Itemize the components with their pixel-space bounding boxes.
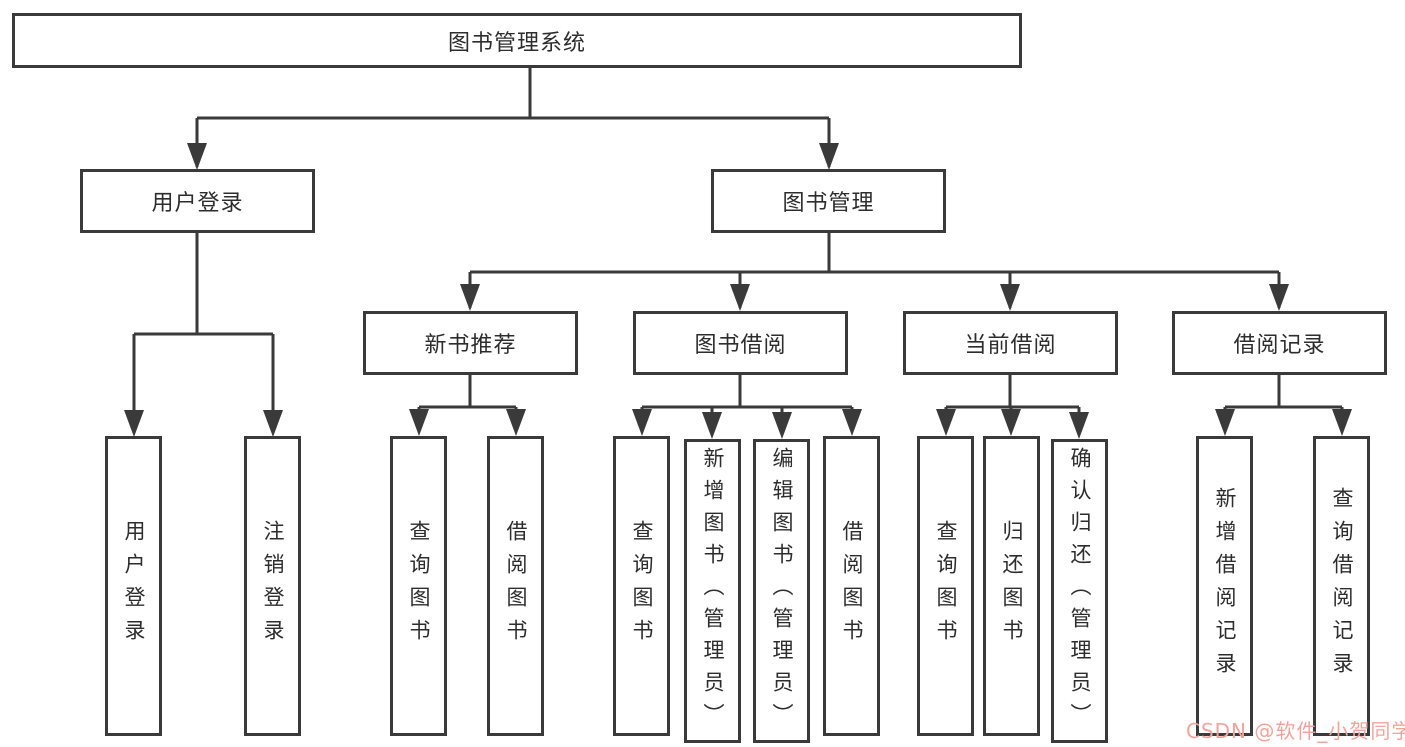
node-book-borrow: 图书借阅 [633,311,848,375]
arrowhead [1215,409,1235,436]
node-new-book-recommend: 新书推荐 [363,311,578,375]
leaf-query-books-borrow: 查询图书 [613,436,670,736]
branch-book-management: 图书管理 [711,169,946,233]
leaf-borrow-books-recommend: 借阅图书 [487,436,544,736]
leaf-add-book-admin: 新增图书（管理员） [684,439,741,743]
arrowhead [460,284,480,311]
leaf-logout: 注销登录 [244,436,301,736]
leaf-user-login: 用户登录 [105,436,162,736]
arrowhead [1069,412,1089,439]
leaf-label: 借阅图书 [504,520,528,652]
leaf-label: 新增借阅记录 [1213,487,1237,685]
arrowhead [936,409,956,436]
branch-label: 用户登录 [151,191,244,216]
branch-label: 图书管理 [782,191,875,216]
arrowhead [842,409,862,436]
leaf-return-book: 归还图书 [983,436,1040,736]
leaf-label: 注销登录 [261,520,285,652]
leaf-label: 借阅图书 [840,520,864,652]
root-node-label: 图书管理系统 [447,30,586,56]
leaf-confirm-return-admin: 确认归还（管理员） [1051,439,1108,743]
arrowhead [819,143,839,170]
arrowhead [1332,409,1352,436]
arrowhead [263,410,283,437]
leaf-add-borrow-record: 新增借阅记录 [1196,436,1253,736]
leaf-label: 新增图书（管理员） [701,447,725,735]
arrowhead [1001,409,1021,436]
leaf-label: 查询借阅记录 [1330,487,1354,685]
root-node-library-system: 图书管理系统 [12,13,1022,68]
arrowhead [187,143,207,170]
node-label: 新书推荐 [424,333,517,358]
leaf-label: 编辑图书（管理员） [770,447,794,735]
leaf-label: 确认归还（管理员） [1068,447,1092,735]
leaf-query-books-current: 查询图书 [917,436,974,736]
arrowhead [702,412,722,439]
leaf-label: 用户登录 [122,520,146,652]
node-borrow-records: 借阅记录 [1172,311,1387,375]
leaf-label: 查询图书 [407,520,431,652]
arrowhead [772,412,792,439]
leaf-label: 查询图书 [630,520,654,652]
arrowhead [124,410,144,437]
node-label: 图书借阅 [694,333,787,358]
leaf-query-borrow-record: 查询借阅记录 [1313,436,1370,736]
arrowhead [506,409,526,436]
leaf-edit-book-admin: 编辑图书（管理员） [753,439,810,743]
node-label: 当前借阅 [964,333,1057,358]
arrowhead [409,409,429,436]
arrowhead [730,284,750,311]
arrowhead [1269,284,1289,311]
leaf-label: 归还图书 [1000,520,1024,652]
csdn-watermark: CSDN @软件_小贺同学 [1186,719,1405,743]
leaf-borrow-books: 借阅图书 [823,436,880,736]
arrowhead [632,409,652,436]
node-label: 借阅记录 [1233,333,1326,358]
arrowhead [1000,284,1020,311]
leaf-query-books-recommend: 查询图书 [390,436,447,736]
leaf-label: 查询图书 [934,520,958,652]
branch-user-login: 用户登录 [80,169,315,233]
node-current-borrow: 当前借阅 [903,311,1118,375]
